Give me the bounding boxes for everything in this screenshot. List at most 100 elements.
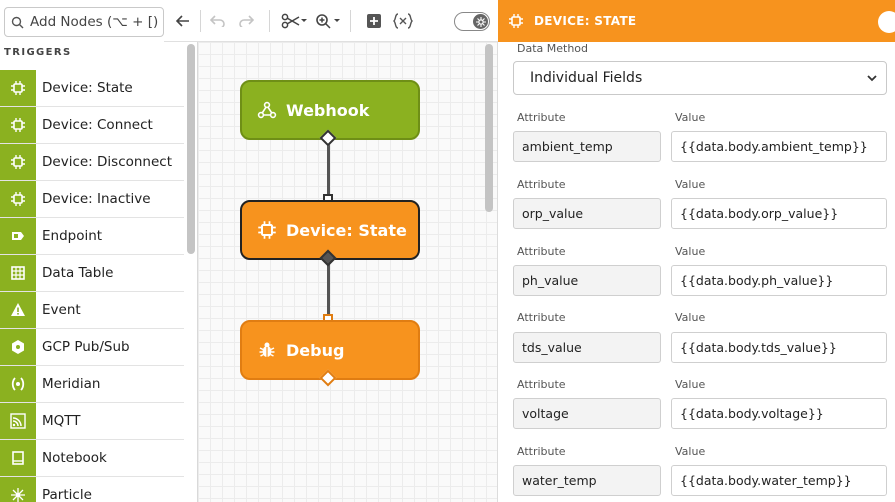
variable-icon[interactable] xyxy=(392,11,414,31)
palette-item-label: Meridian xyxy=(42,376,101,392)
trigger-node-list: Device: State Device: Connect Device: Di… xyxy=(0,70,184,502)
palette-item-label: GCP Pub/Sub xyxy=(42,339,130,355)
search-icon xyxy=(11,15,25,29)
palette-item-device-connect[interactable]: Device: Connect xyxy=(0,107,184,144)
palette-item-gcp-pubsub[interactable]: GCP Pub/Sub xyxy=(0,329,184,366)
attribute-label: Attribute xyxy=(517,111,566,124)
gear-icon xyxy=(473,14,488,29)
node-palette-sidebar: Add Nodes (⌥ + [) TRIGGERS Device: State… xyxy=(0,0,198,502)
value-input[interactable]: {{data.body.tds_value}} xyxy=(671,332,887,363)
toggle-icon[interactable] xyxy=(454,12,490,31)
value-label: Value xyxy=(675,445,706,458)
redo-icon[interactable] xyxy=(236,11,256,31)
chip-icon xyxy=(256,219,278,241)
palette-item-device-inactive[interactable]: Device: Inactive xyxy=(0,181,184,218)
canvas-node-label: Device: State xyxy=(286,220,407,240)
value-label: Value xyxy=(675,111,706,124)
toolbar-divider xyxy=(269,10,270,32)
attribute-label: Attribute xyxy=(517,178,566,191)
hexagon-icon xyxy=(0,329,36,365)
attribute-input[interactable]: voltage xyxy=(513,398,661,429)
chip-icon xyxy=(0,144,36,180)
notebook-icon xyxy=(0,440,36,476)
value-input[interactable]: {{data.body.ambient_temp}} xyxy=(671,131,887,162)
node-connection-wire xyxy=(327,138,330,200)
panel-header: DEVICE: STATE xyxy=(498,0,895,42)
palette-item-label: Particle xyxy=(42,487,92,502)
value-label: Value xyxy=(675,245,706,258)
chevron-down-icon xyxy=(866,72,878,88)
palette-item-endpoint[interactable]: Endpoint xyxy=(0,218,184,255)
attribute-label: Attribute xyxy=(517,378,566,391)
webhook-icon xyxy=(256,99,278,121)
palette-item-label: Event xyxy=(42,302,81,318)
canvas-node-label: Debug xyxy=(286,340,345,360)
data-method-select[interactable]: Individual Fields xyxy=(513,61,887,95)
canvas-scrollbar[interactable] xyxy=(485,44,493,212)
palette-item-label: MQTT xyxy=(42,413,81,429)
palette-item-label: Device: Disconnect xyxy=(42,154,173,170)
canvas-node-device-state[interactable]: Device: State xyxy=(240,200,420,260)
palette-item-mqtt[interactable]: MQTT xyxy=(0,403,184,440)
palette-item-label: Device: Inactive xyxy=(42,191,151,207)
palette-item-particle[interactable]: Particle xyxy=(0,477,184,502)
palette-item-device-disconnect[interactable]: Device: Disconnect xyxy=(0,144,184,181)
sidebar-scrollbar[interactable] xyxy=(187,44,195,254)
value-label: Value xyxy=(675,311,706,324)
attribute-label: Attribute xyxy=(517,311,566,324)
bug-icon xyxy=(256,339,278,361)
palette-item-label: Device: State xyxy=(42,80,133,96)
palette-item-device-state[interactable]: Device: State xyxy=(0,70,184,107)
undo-icon[interactable] xyxy=(208,11,228,31)
value-input[interactable]: {{data.body.orp_value}} xyxy=(671,198,887,229)
chip-icon xyxy=(0,181,36,217)
toolbar-divider xyxy=(200,10,201,32)
palette-item-meridian[interactable]: Meridian xyxy=(0,366,184,403)
endpoint-icon xyxy=(0,218,36,254)
add-nodes-search-input[interactable]: Add Nodes (⌥ + [) xyxy=(4,7,164,37)
canvas-node-webhook[interactable]: Webhook xyxy=(240,80,420,140)
zoom-icon[interactable] xyxy=(314,11,342,31)
palette-item-label: Endpoint xyxy=(42,228,103,244)
warning-icon xyxy=(0,292,36,328)
attribute-label: Attribute xyxy=(517,445,566,458)
palette-item-event[interactable]: Event xyxy=(0,292,184,329)
value-input[interactable]: {{data.body.voltage}} xyxy=(671,398,887,429)
attribute-label: Attribute xyxy=(517,245,566,258)
node-properties-panel: DEVICE: STATE Data Method Individual Fie… xyxy=(498,0,895,502)
arrow-left-icon[interactable] xyxy=(174,11,192,31)
canvas-toolbar xyxy=(164,0,498,42)
chip-icon xyxy=(0,70,36,106)
palette-item-label: Data Table xyxy=(42,265,114,281)
palette-item-label: Device: Connect xyxy=(42,117,153,133)
signal-icon xyxy=(0,403,36,439)
scissors-icon[interactable] xyxy=(280,11,308,31)
particle-icon xyxy=(0,477,36,502)
triggers-section-label: TRIGGERS xyxy=(4,47,72,58)
attribute-input[interactable]: tds_value xyxy=(513,332,661,363)
meridian-icon xyxy=(0,366,36,402)
attribute-input[interactable]: ambient_temp xyxy=(513,131,661,162)
attribute-input[interactable]: ph_value xyxy=(513,265,661,296)
palette-item-data-table[interactable]: Data Table xyxy=(0,255,184,292)
panel-header-button[interactable] xyxy=(878,11,895,33)
attribute-input[interactable]: water_temp xyxy=(513,465,661,496)
canvas-node-label: Webhook xyxy=(286,100,370,120)
toolbar-divider xyxy=(350,10,351,32)
value-input[interactable]: {{data.body.ph_value}} xyxy=(671,265,887,296)
palette-item-label: Notebook xyxy=(42,450,107,466)
palette-item-notebook[interactable]: Notebook xyxy=(0,440,184,477)
value-label: Value xyxy=(675,378,706,391)
node-connection-wire xyxy=(327,258,330,320)
search-placeholder: Add Nodes (⌥ + [) xyxy=(30,14,159,30)
data-method-value: Individual Fields xyxy=(530,70,643,86)
value-input[interactable]: {{data.body.water_temp}} xyxy=(671,465,887,496)
data-method-label: Data Method xyxy=(517,42,589,55)
value-label: Value xyxy=(675,178,706,191)
add-icon[interactable] xyxy=(364,11,384,31)
table-icon xyxy=(0,255,36,291)
attribute-input[interactable]: orp_value xyxy=(513,198,661,229)
chip-icon xyxy=(508,12,526,30)
panel-title: DEVICE: STATE xyxy=(534,14,637,28)
